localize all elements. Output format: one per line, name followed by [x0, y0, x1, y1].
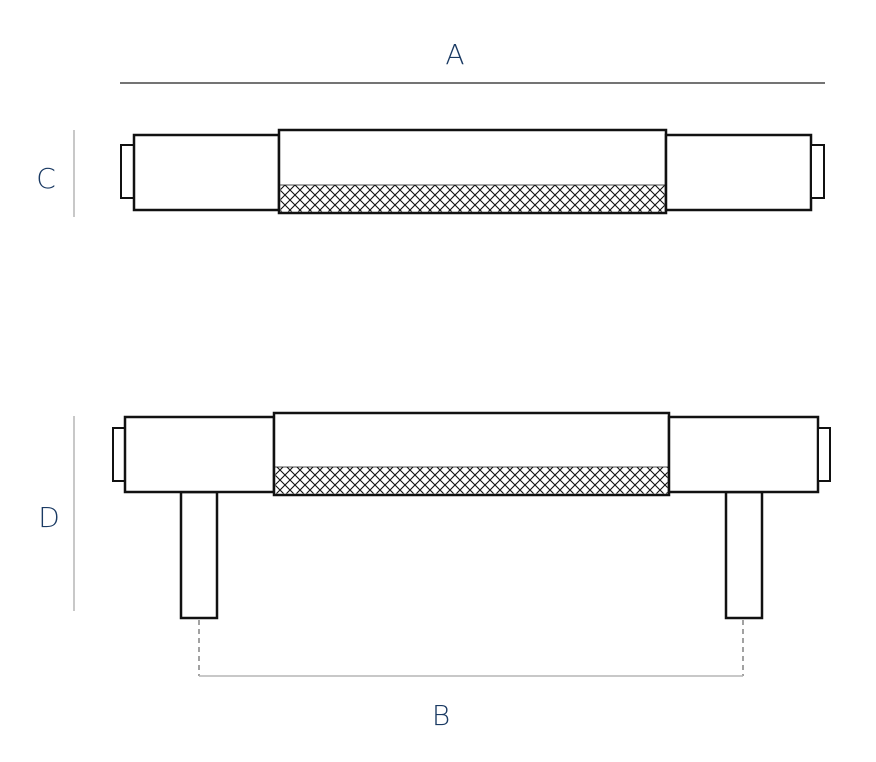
right-post — [724, 490, 764, 620]
right-end-cap — [817, 427, 831, 482]
dimension-b: B — [198, 620, 744, 732]
dimension-c: C — [36, 130, 75, 217]
right-collar — [667, 415, 820, 494]
side-view — [112, 411, 831, 620]
left-end-cap — [120, 144, 135, 199]
right-collar — [664, 133, 813, 212]
left-post — [179, 490, 219, 620]
label-c: C — [36, 162, 56, 195]
label-a: A — [445, 38, 464, 71]
dimension-a: A — [120, 38, 825, 84]
label-b: B — [432, 699, 450, 732]
dimension-d: D — [38, 416, 75, 611]
right-end-cap — [810, 144, 825, 199]
left-collar — [132, 133, 281, 212]
knurled-section — [280, 185, 665, 212]
label-d: D — [38, 501, 60, 534]
knurled-section — [275, 467, 668, 494]
left-end-cap — [112, 427, 126, 482]
top-view — [120, 128, 825, 215]
left-collar — [123, 415, 276, 494]
